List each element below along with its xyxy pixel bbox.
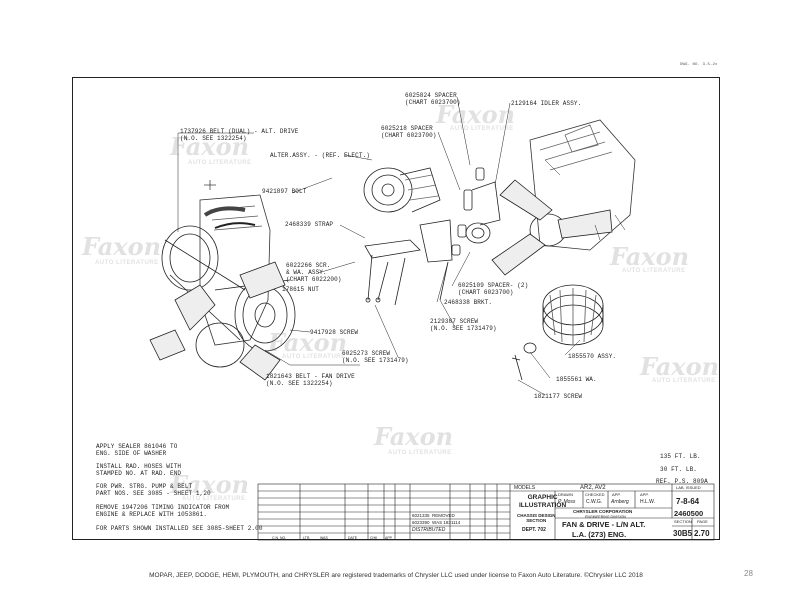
checked-by: C.W.G. — [586, 499, 603, 505]
note-4: REMOVE 1947206 TIMING INDICATOR FROM ENG… — [96, 504, 230, 518]
callout-washer: 1855561 WA. — [556, 376, 597, 383]
drawing-corner-code: DWG. NO. 3-5-2x — [680, 63, 718, 67]
trademark-footer: MOPAR, JEEP, DODGE, HEMI, PLYMOUTH, and … — [149, 572, 643, 579]
watermark-sub: AUTO LITERATURE — [388, 450, 452, 456]
callout-idler-assy: 2129164 IDLER ASSY. — [511, 100, 582, 107]
page-header: PAGE — [697, 519, 708, 524]
note-3: FOR PWR. STRG. PUMP & BELT PART NOS. SEE… — [96, 483, 211, 497]
approved-label-2: APP. — [640, 492, 649, 497]
watermark-brand: Faxon — [436, 100, 516, 129]
approved-by-2: H.L.W. — [640, 499, 656, 505]
company-name: CHRYSLER CORPORATION — [573, 509, 633, 514]
watermark-brand: Faxon — [170, 470, 250, 499]
part-subtitle: L.A. (273) ENG. — [572, 530, 627, 539]
callout-fan-belt: 1821643 BELT - FAN DRIVE (N.O. SEE 13222… — [266, 373, 355, 387]
callout-spacer-1: 6025824 SPACER (CHART 6023700) — [405, 92, 461, 106]
callout-nut: 178615 NUT — [282, 286, 320, 293]
callout-screw-4: 1821177 SCREW — [534, 393, 583, 400]
col-app: APP. — [385, 536, 393, 540]
callout-screw-1: 9417928 SCREW — [310, 329, 359, 336]
issue-date: 7-8-64 — [676, 497, 700, 506]
approved-label: APP. — [612, 492, 621, 497]
note-5: FOR PARTS SHOWN INSTALLED SEE 3085-SHEET… — [96, 525, 263, 532]
watermark-brand: Faxon — [82, 232, 162, 261]
dept-label: DEPT. 702 — [522, 527, 546, 533]
section-name: CHASSIS DESIGN SECTION — [517, 513, 556, 523]
callout-bolt: 9421897 BOLT — [262, 188, 307, 195]
torque-spec-1: 135 FT. LB. — [660, 453, 701, 460]
callout-bracket: 2468338 BRKT. — [444, 299, 493, 306]
watermark-brand: Faxon — [640, 352, 720, 381]
section-header: SECTION — [674, 519, 692, 524]
drawn-by: P. Moss — [558, 499, 576, 505]
reference-note: REF. P.S. 809A — [656, 478, 708, 485]
callout-assy: 1855570 ASSY. — [568, 353, 617, 360]
watermark-sub: AUTO LITERATURE — [188, 160, 252, 166]
callout-belt-dual: 1737926 BELT (DUAL) - ALT. DRIVE (N.O. S… — [180, 128, 299, 142]
distributed-stamp: DISTRIBUTED — [412, 527, 446, 533]
graphic-illustration-title: GRAPHIC ILLUSTRATION — [519, 494, 567, 509]
note-1: APPLY SEALER 861046 TO ENG. SIDE OF WASH… — [96, 443, 178, 457]
watermark-sub: AUTO LITERATURE — [652, 378, 716, 384]
watermark-sub: AUTO LITERATURE — [182, 496, 246, 502]
checked-label: CHECKED — [585, 492, 605, 497]
callout-screw-washer-assy: 6022266 SCR. & WA. ASSY. (CHART 6022200) — [286, 262, 342, 283]
col-date: DATE — [348, 536, 358, 540]
watermark-brand: Faxon — [170, 132, 250, 161]
callout-spacer-2: 6025218 SPACER (CHART 6023700) — [381, 125, 437, 139]
watermark-brand: Faxon — [374, 422, 454, 451]
callout-spacer-3: 6025109 SPACER- (2) (CHART 6023700) — [458, 282, 529, 296]
col-cn-no: C.N. NO. — [272, 536, 287, 540]
watermark-sub: AUTO LITERATURE — [622, 268, 686, 274]
watermark-brand: Faxon — [610, 242, 690, 271]
watermark-sub: AUTO LITERATURE — [282, 354, 346, 360]
callout-strap: 2468339 STRAP — [285, 221, 334, 228]
division-name: ENGINEERING DIVISION — [585, 515, 626, 519]
issued-label: LAB. ISSUED — [676, 485, 701, 490]
col-ltr: LTR. — [303, 536, 311, 540]
watermark-brand: Faxon — [268, 328, 348, 357]
callout-screw-2: 6025273 SCREW (N.O. SEE 1731479) — [342, 350, 409, 364]
models-label: MODELS — [514, 485, 536, 491]
revision-2: 6023390 WAS 1831114 — [412, 520, 461, 525]
revision-1: 6021335 REMOVED — [412, 513, 455, 518]
callout-alternator-assy: ALTER.ASSY. - (REF. ELECT.) — [270, 152, 370, 159]
col-chk: CHK — [370, 536, 378, 540]
col-was: WAS — [320, 536, 328, 540]
drawing-sheet — [72, 77, 720, 540]
callout-screw-3: 2129387 SCREW (N.O. SEE 1731479) — [430, 318, 497, 332]
section-number: 30B5 — [673, 529, 693, 538]
watermark-sub: AUTO LITERATURE — [450, 126, 514, 132]
drawing-number: 2460500 — [674, 509, 704, 518]
page-number: 28 — [744, 569, 753, 578]
page-value: 2.70 — [694, 529, 710, 538]
models-value: AR2, AV2 — [580, 485, 606, 491]
drawn-label: DRAWN — [558, 492, 573, 497]
approved-by: Arnberg — [611, 499, 629, 505]
note-2: INSTALL RAD. HOSES WITH STAMPED NO. AT R… — [96, 463, 182, 477]
watermark-sub: AUTO LITERATURE — [95, 260, 159, 266]
torque-spec-2: 30 FT. LB. — [660, 466, 698, 473]
part-title: FAN & DRIVE - L/N ALT. — [562, 520, 646, 529]
